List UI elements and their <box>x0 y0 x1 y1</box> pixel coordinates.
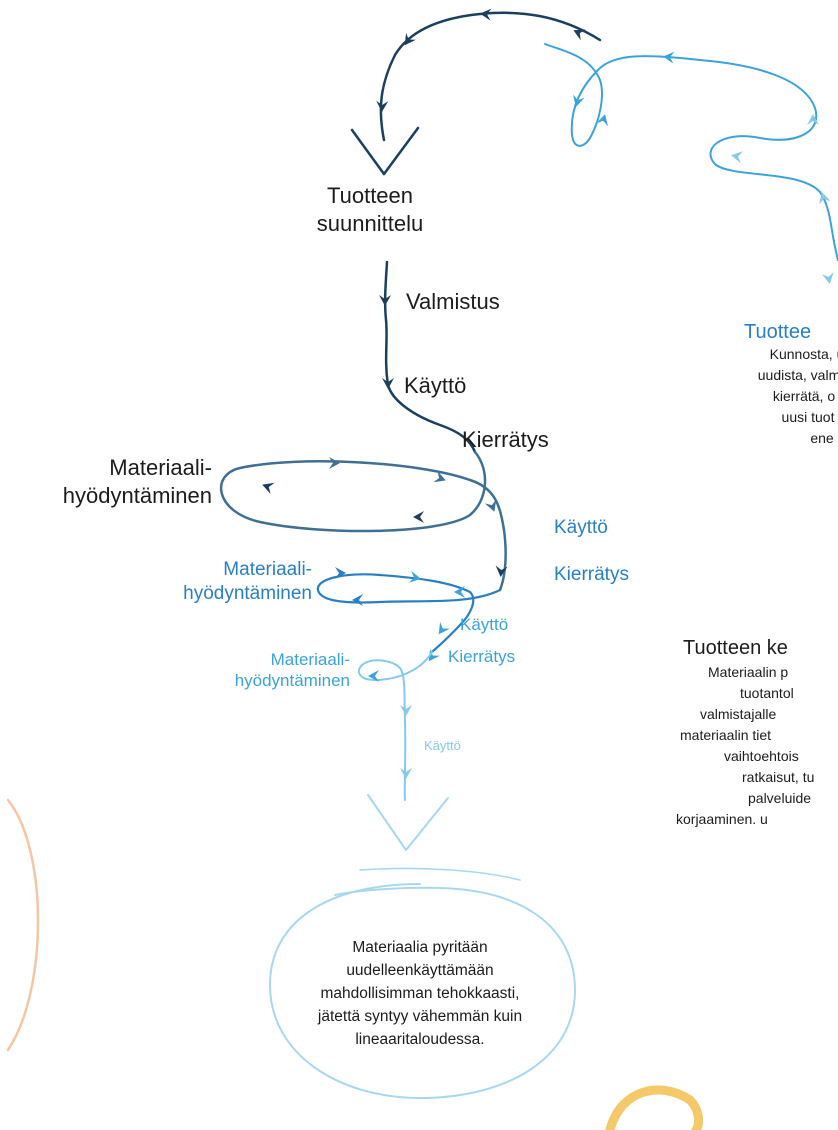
arrowhead-icon <box>573 29 586 41</box>
arrowhead-icon <box>807 114 819 125</box>
manufacture-label: Valmistus <box>406 289 500 314</box>
loop-3 <box>357 651 433 801</box>
recycle-label-2: Kierrätys <box>554 564 629 585</box>
material-label-1: Materiaali- hyödyntäminen <box>0 454 212 509</box>
right-text-1-line5: ene <box>810 430 834 446</box>
recycle-label-1: Kierrätys <box>462 427 549 452</box>
loop-2 <box>316 573 502 654</box>
arrowhead-icon <box>379 295 391 306</box>
summary-bubble-outline <box>269 883 576 1099</box>
material-label-2-line1: Materiaali- <box>223 559 312 580</box>
arrowhead-icon <box>428 648 440 662</box>
material-label-2-line2: hyödyntäminen <box>183 582 312 604</box>
right-text-1: Kunnosta, u uudista, valm kierrätä, o uu… <box>705 344 838 449</box>
loop-1 <box>220 450 507 592</box>
top-loop-light <box>544 43 838 261</box>
decor-arc-bottom <box>605 1085 703 1130</box>
arrowhead-icon <box>484 499 497 512</box>
arrowhead-icon <box>400 768 412 779</box>
arrowhead-icon <box>352 594 363 606</box>
right-text-1-line2: uudista, valm <box>757 367 838 383</box>
design-label: Tuotteen suunnittelu <box>290 182 450 237</box>
right-text-1-line4: uusi tuot <box>781 409 835 425</box>
design-funnel <box>350 126 420 176</box>
right-text-2-line7: palveluide <box>748 790 812 806</box>
right-text-2: Materiaalin p tuotantol valmistajalle ma… <box>676 662 838 830</box>
arrowhead-icon <box>480 8 492 21</box>
arrowhead-icon <box>409 570 421 583</box>
use-label-3: Käyttö <box>460 615 509 634</box>
summary-bubble-text: Materiaalia pyritään uudelleenkäyttämään… <box>270 936 570 1051</box>
decor-arc-left <box>6 798 40 1052</box>
bubble-stroke-accent <box>359 867 521 881</box>
top-loop-dark <box>379 11 602 142</box>
arrowhead-icon <box>596 114 608 127</box>
bubble-line-4: jätettä syntyy vähemmän kuin <box>317 1008 523 1025</box>
bubble-line-2: uudelleenkäyttämään <box>346 962 494 979</box>
right-text-2-line2: tuotantol <box>740 685 794 701</box>
bubble-line-3: mahdollisimman tehokkaasti, <box>320 985 520 1002</box>
arrowhead-icon <box>438 621 450 635</box>
bubble-line-5: lineaaritaloudessa. <box>355 1031 485 1048</box>
right-text-2-line1: Materiaalin p <box>708 664 789 680</box>
right-text-2-line8: korjaaminen. u <box>676 811 768 827</box>
bubble-line-1: Materiaalia pyritään <box>352 939 488 956</box>
arrowhead-icon <box>819 192 831 205</box>
right-text-2-line6: ratkaisut, tu <box>742 769 815 785</box>
arrowhead-icon <box>495 565 508 577</box>
design-label-line1: Tuotteen <box>326 183 414 208</box>
right-text-2-line4: materiaalin tiet <box>680 727 772 743</box>
arrowhead-icon <box>335 567 346 579</box>
arrowhead-icon <box>731 151 743 164</box>
arrowhead-icon <box>454 586 465 598</box>
material-label-3-line2: hyödyntäminen <box>234 671 350 691</box>
arrowhead-icon <box>382 378 394 389</box>
right-heading-1: Tuottee <box>744 321 812 343</box>
arrowhead-icon <box>262 482 275 495</box>
design-label-line2: suunnittelu <box>316 210 424 236</box>
right-text-1-line1: Kunnosta, u <box>769 346 838 362</box>
use-label-1: Käyttö <box>404 373 467 398</box>
material-label-3-line1: Materiaali- <box>270 650 350 669</box>
arrowhead-icon <box>368 670 379 682</box>
arrowhead-icon <box>433 470 446 483</box>
arrowhead-icon <box>663 51 675 64</box>
arrowhead-icon <box>329 457 340 469</box>
right-text-1-line3: kierrätä, o <box>772 388 836 404</box>
arrowhead-icon <box>573 94 585 107</box>
arrowhead-icon <box>413 511 424 523</box>
material-label-2: Materiaali- hyödyntäminen <box>150 558 312 606</box>
recycle-label-3: Kierrätys <box>448 647 516 666</box>
use-label-4: Käyttö <box>424 738 461 753</box>
right-heading-2: Tuotteen ke <box>683 637 788 659</box>
arrowhead-icon <box>400 705 412 716</box>
arrowhead-icon <box>821 272 834 284</box>
right-text-2-line5: vaihtoehtois <box>724 748 799 764</box>
material-label-1-line1: Materiaali- <box>109 455 212 480</box>
use-label-2: Käyttö <box>554 517 608 538</box>
bottom-funnel <box>367 794 449 851</box>
arrowhead-icon <box>404 32 416 46</box>
material-label-3: Materiaali- hyödyntäminen <box>200 649 350 692</box>
arrowhead-icon <box>376 100 389 112</box>
material-label-1-line2: hyödyntäminen <box>62 482 212 508</box>
right-text-2-line3: valmistajalle <box>700 706 777 722</box>
